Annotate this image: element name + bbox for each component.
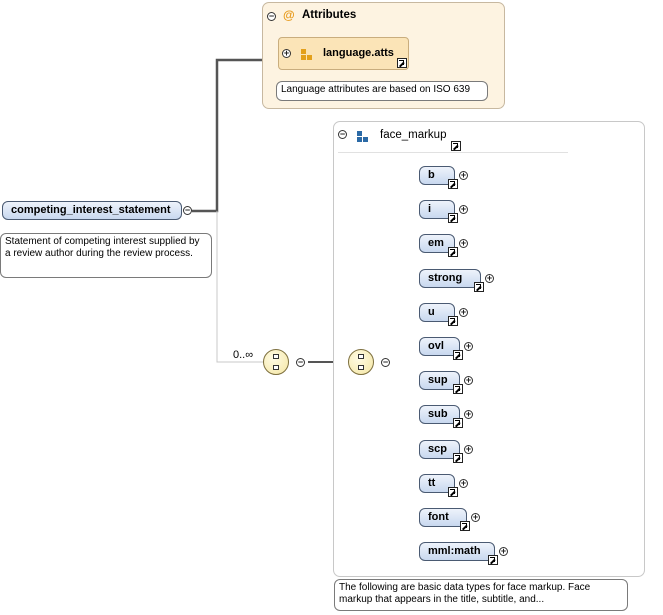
element-ovl[interactable]: ovl xyxy=(419,337,460,356)
element-mml-math[interactable]: mml:math xyxy=(419,542,495,561)
group-icon xyxy=(357,131,369,143)
collapse-face-sequence-icon[interactable]: − xyxy=(381,357,390,367)
element-tt[interactable]: tt xyxy=(419,474,455,493)
language-atts-label: language.atts xyxy=(323,47,394,59)
face-markup-divider xyxy=(338,152,568,153)
expand-sup-icon[interactable]: + xyxy=(464,375,473,385)
face-markup-sequence-icon[interactable] xyxy=(348,349,374,375)
connector-sequence-optional xyxy=(216,211,263,363)
element-label: strong xyxy=(428,272,463,284)
collapse-root-icon[interactable]: − xyxy=(183,205,192,215)
element-label: tt xyxy=(428,477,436,489)
element-label: sub xyxy=(428,408,448,420)
element-b[interactable]: b xyxy=(419,166,455,185)
expand-language-atts-icon[interactable]: + xyxy=(282,48,291,58)
expand-ovl-icon[interactable]: + xyxy=(464,341,473,351)
element-label: sup xyxy=(428,374,448,386)
link-arrow-icon[interactable] xyxy=(448,179,458,189)
element-scp[interactable]: scp xyxy=(419,440,460,459)
collapse-attributes-icon[interactable]: − xyxy=(267,11,276,21)
element-label: em xyxy=(428,237,444,249)
expand-strong-icon[interactable]: + xyxy=(485,273,494,283)
expand-em-icon[interactable]: + xyxy=(459,238,468,248)
expand-tt-icon[interactable]: + xyxy=(459,478,468,488)
element-em[interactable]: em xyxy=(419,234,455,253)
face-markup-annotation: The following are basic data types for f… xyxy=(334,579,628,611)
expand-sub-icon[interactable]: + xyxy=(464,409,473,419)
element-u[interactable]: u xyxy=(419,303,455,322)
element-label: b xyxy=(428,169,435,181)
root-annotation: Statement of competing interest supplied… xyxy=(0,233,212,278)
expand-scp-icon[interactable]: + xyxy=(464,444,473,454)
element-strong[interactable]: strong xyxy=(419,269,481,288)
element-font[interactable]: font xyxy=(419,508,467,527)
link-arrow-icon[interactable] xyxy=(474,282,484,292)
face-markup-link-arrow-icon[interactable] xyxy=(451,141,461,151)
expand-font-icon[interactable]: + xyxy=(471,512,480,522)
link-arrow-icon[interactable] xyxy=(453,350,463,360)
multiplicity-label: 0..∞ xyxy=(233,349,254,361)
attribute-group-icon xyxy=(301,49,312,60)
element-sub[interactable]: sub xyxy=(419,405,460,424)
face-markup-title: face_markup xyxy=(380,129,447,141)
language-atts-annotation: Language attributes are based on ISO 639 xyxy=(276,81,488,101)
expand-b-icon[interactable]: + xyxy=(459,170,468,180)
collapse-sequence-icon[interactable]: − xyxy=(296,357,305,367)
element-label: mml:math xyxy=(428,545,481,557)
expand-mml-math-icon[interactable]: + xyxy=(499,546,508,556)
link-arrow-icon[interactable] xyxy=(448,316,458,326)
link-arrow-icon[interactable] xyxy=(397,58,407,68)
element-label: ovl xyxy=(428,340,444,352)
element-sup[interactable]: sup xyxy=(419,371,460,390)
collapse-face-markup-icon[interactable]: − xyxy=(338,129,347,139)
face-markup-group xyxy=(333,121,645,577)
element-label: u xyxy=(428,306,435,318)
element-i[interactable]: i xyxy=(419,200,455,219)
link-arrow-icon[interactable] xyxy=(460,521,470,531)
connector-attributes xyxy=(192,58,278,213)
link-arrow-icon[interactable] xyxy=(453,418,463,428)
at-sign-icon: @ xyxy=(283,8,295,22)
root-element-label: competing_interest_statement xyxy=(11,204,171,216)
link-arrow-icon[interactable] xyxy=(448,247,458,257)
element-label: scp xyxy=(428,443,447,455)
link-arrow-icon[interactable] xyxy=(488,555,498,565)
element-label: i xyxy=(428,203,432,215)
attributes-title: Attributes xyxy=(302,9,357,21)
sequence-compositor-icon[interactable] xyxy=(263,349,289,375)
element-label: font xyxy=(428,511,449,523)
expand-u-icon[interactable]: + xyxy=(459,307,468,317)
link-arrow-icon[interactable] xyxy=(448,487,458,497)
root-element[interactable]: competing_interest_statement xyxy=(2,201,182,220)
language-atts-group[interactable]: + language.atts xyxy=(278,37,409,70)
link-arrow-icon[interactable] xyxy=(453,384,463,394)
expand-i-icon[interactable]: + xyxy=(459,204,468,214)
link-arrow-icon[interactable] xyxy=(453,453,463,463)
link-arrow-icon[interactable] xyxy=(448,213,458,223)
